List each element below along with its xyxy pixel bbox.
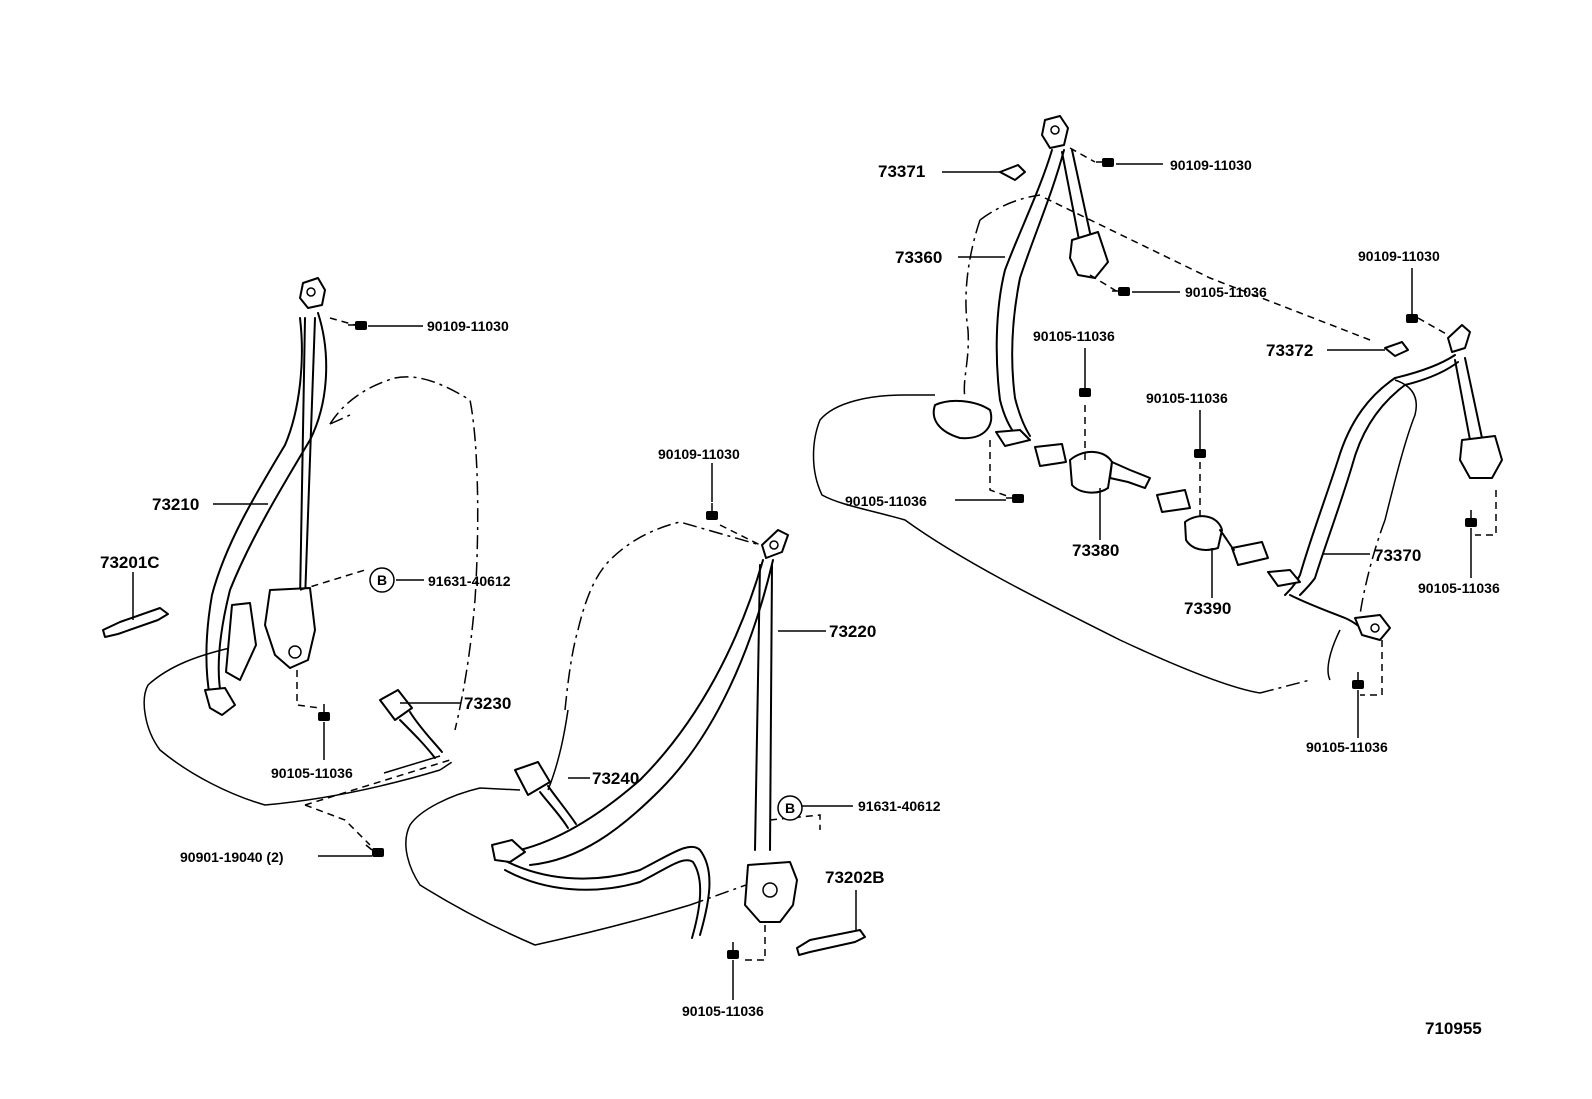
part-label-bolt-center-b: 90105-11036 xyxy=(1146,390,1228,406)
front-right-seat-assembly xyxy=(405,463,866,1000)
bolt-icon xyxy=(1352,672,1364,689)
bolt-icon xyxy=(706,503,718,520)
part-label-buckle-73390: 73390 xyxy=(1184,599,1231,618)
part-label-bolt-top-rear-right: 90109-11030 xyxy=(1358,248,1440,264)
bolt-icon xyxy=(727,942,739,959)
part-label-tongue-73202b: 73202B xyxy=(825,868,885,887)
mark-b-label: B xyxy=(377,572,387,588)
part-label-bolt-anchor-rear-left: 90105-11036 xyxy=(845,493,927,509)
part-label-belt-73360: 73360 xyxy=(895,248,942,267)
bolt-icon xyxy=(1112,287,1130,296)
rear-seat-assembly xyxy=(812,115,1503,738)
part-label-bolt-top-rear-left: 90109-11030 xyxy=(1170,157,1252,173)
labels: 90109-11030 73210 73201C B 91631-40612 7… xyxy=(100,157,1500,1038)
part-label-bolt-top-right: 90109-11030 xyxy=(658,446,740,462)
bolt-icon xyxy=(365,844,384,857)
bolt-icon xyxy=(1006,494,1024,503)
part-label-cover-73371: 73371 xyxy=(878,162,925,181)
mark-b-label: B xyxy=(785,800,795,816)
part-label-cover-73372: 73372 xyxy=(1266,341,1313,360)
part-label-tongue-73201c: 73201C xyxy=(100,553,160,572)
part-label-bolt-bottom-left: 90105-11036 xyxy=(271,765,353,781)
part-label-belt-73370: 73370 xyxy=(1374,546,1421,565)
part-label-buckle-73240: 73240 xyxy=(592,769,639,788)
part-label-belt-73210: 73210 xyxy=(152,495,199,514)
bolt-icon xyxy=(1194,441,1206,458)
part-label-bolt-b-left: 91631-40612 xyxy=(428,573,511,589)
bolt-icon xyxy=(1406,306,1418,323)
diagram-id: 710955 xyxy=(1425,1019,1482,1038)
part-label-bolt-retractor-rear-right: 90105-11036 xyxy=(1418,580,1500,596)
mark-b-circle xyxy=(369,567,395,593)
mark-b-circle xyxy=(777,795,803,821)
front-left-seat-assembly xyxy=(102,277,479,857)
bolt-icon xyxy=(318,704,330,721)
part-label-bolt-center-a: 90105-11036 xyxy=(1033,328,1115,344)
part-label-bolt-top-left: 90109-11030 xyxy=(427,318,509,334)
part-label-buckle-73230: 73230 xyxy=(464,694,511,713)
bolt-icon xyxy=(1096,158,1114,167)
bolt-icon xyxy=(1465,510,1477,527)
part-label-bolt-b-right: 91631-40612 xyxy=(858,798,941,814)
part-label-belt-73220: 73220 xyxy=(829,622,876,641)
part-label-bolt-retractor-rear-left: 90105-11036 xyxy=(1185,284,1267,300)
part-label-bolt-bottom-right: 90105-11036 xyxy=(682,1003,764,1019)
part-label-bolt-seat: 90901-19040 (2) xyxy=(180,849,284,865)
bolt-icon xyxy=(1079,380,1091,397)
part-label-bolt-anchor-rear-right: 90105-11036 xyxy=(1306,739,1388,755)
bolt-icon xyxy=(348,321,367,330)
part-label-buckle-73380: 73380 xyxy=(1072,541,1119,560)
